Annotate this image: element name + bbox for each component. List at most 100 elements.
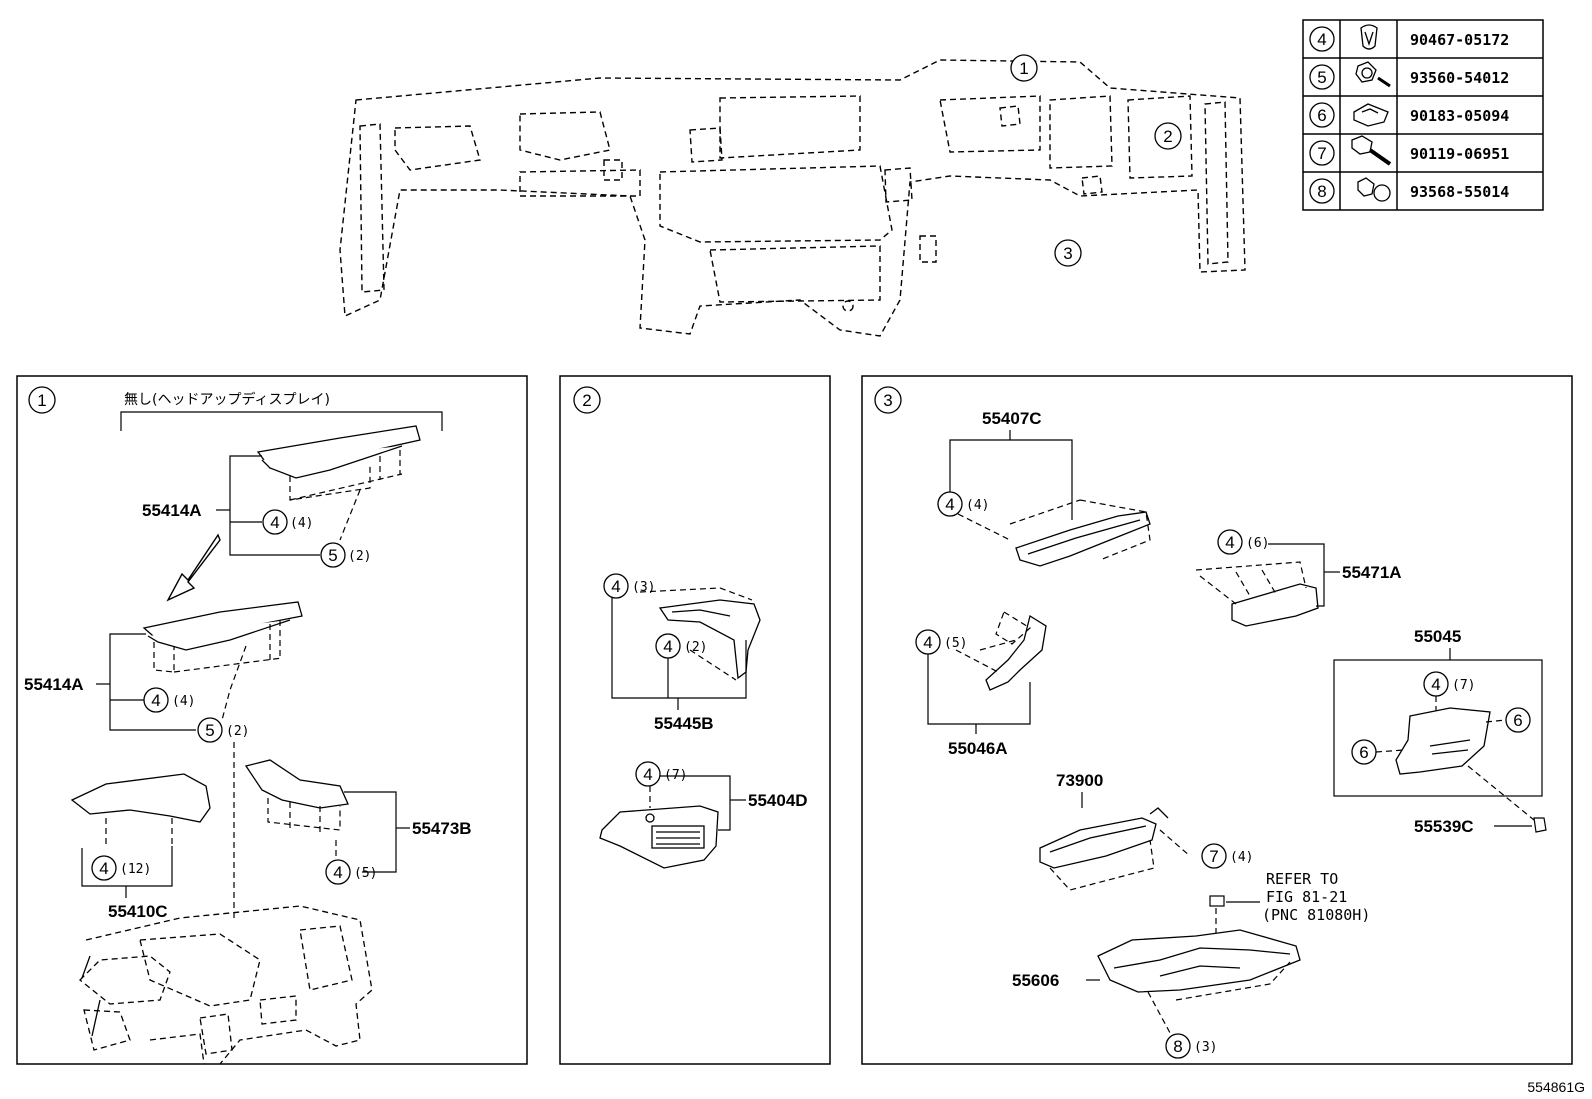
- callout-4-top: 4 (4): [262, 509, 313, 535]
- svg-text:4: 4: [643, 765, 652, 784]
- part-55404D: 55404D: [748, 791, 808, 810]
- svg-text:4: 4: [333, 863, 342, 882]
- clip-icon: [1360, 24, 1378, 50]
- glove-door-part: [1231, 583, 1319, 627]
- legend-part-number: 90467-05172: [1410, 31, 1509, 49]
- side-bracket-part: [985, 614, 1047, 691]
- callout-4-side: 4 (5): [325, 859, 377, 885]
- legend-ref: 5: [1317, 68, 1326, 87]
- callout-4-c: 4 (7): [635, 761, 687, 787]
- svg-text:6: 6: [1513, 711, 1522, 730]
- connector-part: [1209, 895, 1225, 907]
- part-55045: 55045: [1414, 627, 1461, 646]
- panel-number: 3: [883, 391, 892, 410]
- vent-panel-part: [599, 805, 719, 869]
- svg-text:(2): (2): [348, 549, 371, 564]
- bolt-icon: [1351, 135, 1392, 166]
- overview-callout-3: 3: [1054, 239, 1082, 267]
- part-55407C: 55407C: [982, 409, 1042, 428]
- panel-1: 1 無し(ヘッドアップディスプレイ) 55414A 4 (4): [16, 375, 528, 1065]
- part-55539C: 55539C: [1414, 817, 1474, 836]
- overview-callout-2: 2: [1154, 122, 1182, 150]
- legend-part-number: 93568-55014: [1410, 183, 1509, 201]
- callout-4-mid: 4 (4): [143, 687, 195, 713]
- side-trim-part: [244, 759, 349, 809]
- legend-row: 4 90467-05172: [1309, 24, 1509, 52]
- part-55445B: 55445B: [654, 714, 714, 733]
- panel-number: 1: [37, 391, 46, 410]
- cover-part-top: [256, 425, 421, 479]
- svg-text:(4): (4): [1230, 850, 1253, 865]
- callout-6-right: 6: [1505, 707, 1531, 733]
- svg-text:(4): (4): [966, 498, 989, 513]
- callout-6-left: 6: [1351, 739, 1377, 765]
- cover-part-mid-dashes: [153, 620, 283, 721]
- screw-icon: [1357, 177, 1391, 202]
- legend-row: 7 90119-06951: [1309, 135, 1509, 166]
- svg-text:6: 6: [1359, 743, 1368, 762]
- svg-text:(3): (3): [632, 580, 655, 595]
- callout-7: 7 (4): [1201, 843, 1253, 869]
- svg-text:7: 7: [1209, 847, 1218, 866]
- callout-4-d: 4 (7): [1423, 671, 1475, 697]
- part-55414A-top: 55414A: [142, 501, 202, 520]
- callout-5-mid: 5 (2): [197, 717, 249, 743]
- svg-text:3: 3: [1063, 244, 1072, 263]
- svg-text:4: 4: [663, 637, 672, 656]
- legend-part-number: 93560-54012: [1410, 69, 1509, 87]
- figure-id: 554861G: [1527, 1079, 1585, 1095]
- dashboard-partial-outline: [79, 905, 373, 1065]
- part-73900: 73900: [1056, 771, 1103, 790]
- callout-4-pad: 4 (12): [91, 855, 151, 881]
- svg-text:(2): (2): [684, 640, 707, 655]
- upper-panel-part: [1015, 511, 1151, 567]
- part-55473B: 55473B: [412, 819, 472, 838]
- callout-4-a: 4 (4): [937, 491, 989, 517]
- nut-icon: [1353, 103, 1389, 127]
- svg-text:(7): (7): [1452, 678, 1475, 693]
- panel-3: 3 55407C 4 (4) 4: [861, 375, 1573, 1065]
- legend-row: 8 93568-55014: [1309, 177, 1509, 204]
- panel-number: 2: [582, 391, 591, 410]
- svg-text:(4): (4): [290, 516, 313, 531]
- svg-text:4: 4: [611, 577, 620, 596]
- legend-ref: 4: [1317, 30, 1326, 49]
- svg-text:1: 1: [1019, 59, 1028, 78]
- svg-text:4: 4: [945, 495, 954, 514]
- part-55046A: 55046A: [948, 739, 1008, 758]
- svg-text:2: 2: [1163, 127, 1172, 146]
- refer-to-line-2: FIG 81-21: [1266, 888, 1347, 906]
- svg-text:5: 5: [328, 546, 337, 565]
- svg-text:4: 4: [270, 513, 279, 532]
- callout-4-b: 4 (6): [1217, 529, 1269, 555]
- svg-text:8: 8: [1173, 1037, 1182, 1056]
- cover-part-top-dashes: [289, 450, 403, 541]
- svg-text:4: 4: [1431, 675, 1440, 694]
- svg-text:4: 4: [1225, 533, 1234, 552]
- callout-4-c: 4 (5): [915, 629, 967, 655]
- part-55414A-bottom: 55414A: [24, 675, 84, 694]
- clip-part-55539C: [1533, 817, 1547, 833]
- svg-text:(3): (3): [1194, 1040, 1217, 1055]
- svg-text:(5): (5): [944, 636, 967, 651]
- lower-cover-part: [1097, 929, 1301, 993]
- svg-text:(4): (4): [172, 694, 195, 709]
- lower-bracket-part: [1395, 707, 1491, 775]
- legend-part-number: 90183-05094: [1410, 107, 1509, 125]
- legend-ref: 6: [1317, 106, 1326, 125]
- dash-pad-part: [70, 773, 211, 823]
- callout-4-b: 4 (2): [655, 633, 707, 659]
- legend-row: 5 93560-54012: [1309, 61, 1509, 90]
- refer-to-line-1: REFER TO: [1266, 870, 1338, 888]
- overview-callout-1: 1: [1010, 54, 1038, 82]
- down-arrow-icon: [166, 533, 221, 602]
- legend-ref: 8: [1317, 182, 1326, 201]
- legend-row: 6 90183-05094: [1309, 102, 1509, 128]
- callout-4-a: 4 (3): [603, 573, 655, 599]
- svg-text:(2): (2): [226, 724, 249, 739]
- legend-part-number: 90119-06951: [1410, 145, 1509, 163]
- part-55606: 55606: [1012, 971, 1059, 990]
- cover-part-mid: [142, 601, 303, 651]
- screw-icon: [1355, 61, 1391, 88]
